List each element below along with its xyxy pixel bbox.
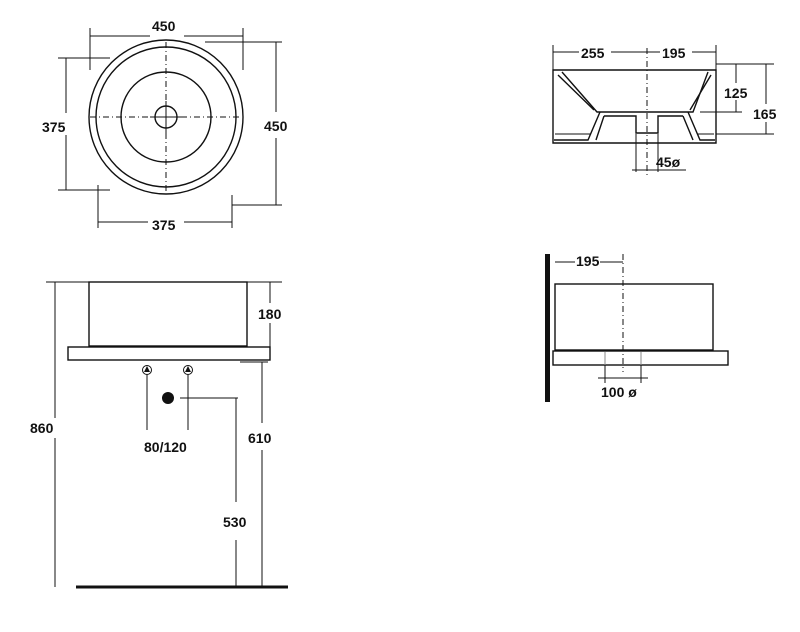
basin-foot-inner (595, 115, 605, 141)
basin-foot-left (554, 111, 601, 141)
basin-section-outline (552, 69, 717, 144)
basin-outer-rim (88, 39, 244, 195)
dim-pipe: 100 ø (601, 384, 637, 400)
basin-foot-inner (682, 115, 694, 141)
dim-top-right: 195 (662, 45, 686, 61)
dim-bottom-width: 375 (152, 217, 176, 233)
dim-total-depth: 165 (753, 106, 777, 122)
dim-spacing: 80/120 (144, 439, 187, 455)
dim-top-left: 255 (581, 45, 605, 61)
dim-right-height: 450 (264, 118, 288, 134)
countertop (67, 346, 271, 361)
wall (545, 254, 550, 402)
basin-foot-right (687, 111, 715, 141)
dim-drain-height: 610 (248, 430, 272, 446)
supply-valve-icon (142, 365, 152, 375)
dim-inner-depth: 125 (724, 85, 748, 101)
dim-top-width: 450 (152, 18, 176, 34)
side-view: 195 100 ø (545, 253, 729, 402)
supply-valve-icon (183, 365, 193, 375)
basin-inner-profile (561, 71, 709, 113)
drain-section (604, 115, 683, 134)
dim-bowl-height: 180 (258, 306, 282, 322)
basin-front (88, 281, 248, 347)
basin-inner-line (557, 74, 595, 111)
section-view: 255 195 125 165 45ø (552, 45, 777, 175)
drain-outlet-icon (162, 392, 174, 404)
dim-drain: 45ø (656, 154, 681, 170)
basin-inner-line (689, 74, 712, 111)
dim-total-height: 860 (30, 420, 54, 436)
dim-wall-offset: 195 (576, 253, 600, 269)
top-view: 450 375 450 375 (42, 18, 288, 233)
dim-left-height: 375 (42, 119, 66, 135)
front-view: 180 860 80/120 530 610 (30, 281, 288, 589)
dim-floor-height: 530 (223, 514, 247, 530)
basin-side (554, 283, 714, 351)
